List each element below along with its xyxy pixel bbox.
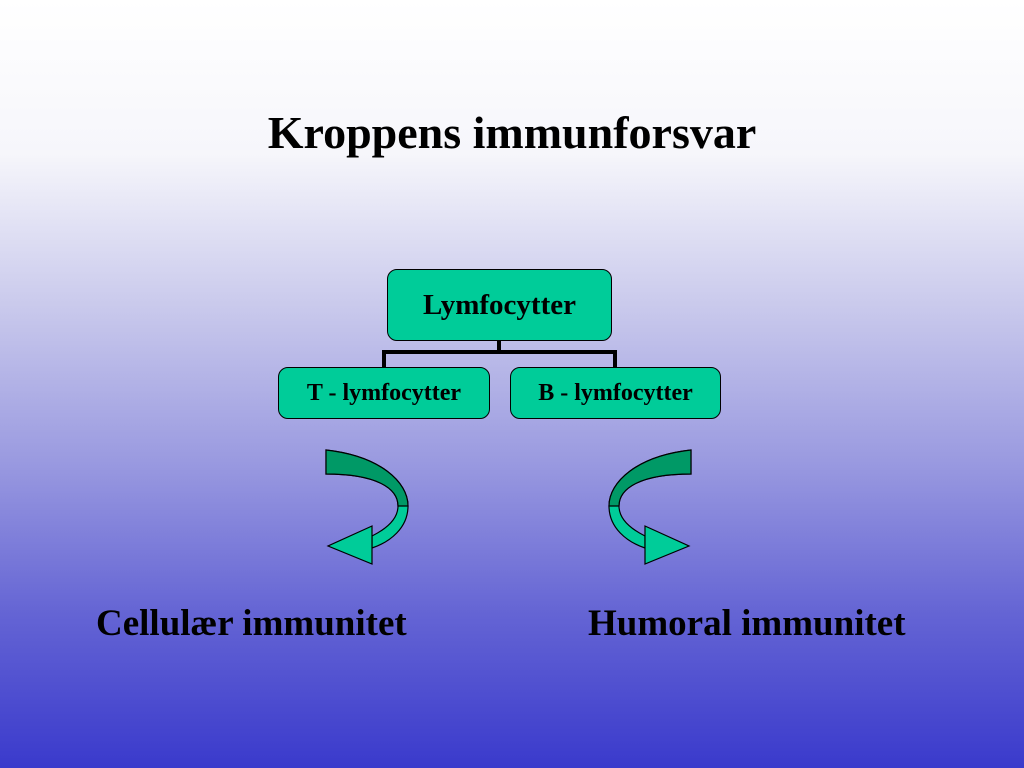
- node-b-lymfocytter-label: B - lymfocytter: [538, 379, 693, 406]
- curved-arrow-left-icon: [325, 449, 409, 565]
- label-humoral-immunity: Humoral immunitet: [588, 603, 906, 644]
- node-t-lymfocytter: T - lymfocytter: [278, 367, 490, 419]
- curved-arrow-right-icon: [608, 449, 692, 565]
- label-cellular-immunity: Cellulær immunitet: [96, 603, 407, 644]
- node-lymfocytter: Lymfocytter: [387, 269, 612, 341]
- slide-title: Kroppens immunforsvar: [267, 107, 757, 158]
- node-t-lymfocytter-label: T - lymfocytter: [306, 379, 462, 406]
- node-b-lymfocytter: B - lymfocytter: [510, 367, 721, 419]
- node-lymfocytter-label: Lymfocytter: [423, 288, 576, 321]
